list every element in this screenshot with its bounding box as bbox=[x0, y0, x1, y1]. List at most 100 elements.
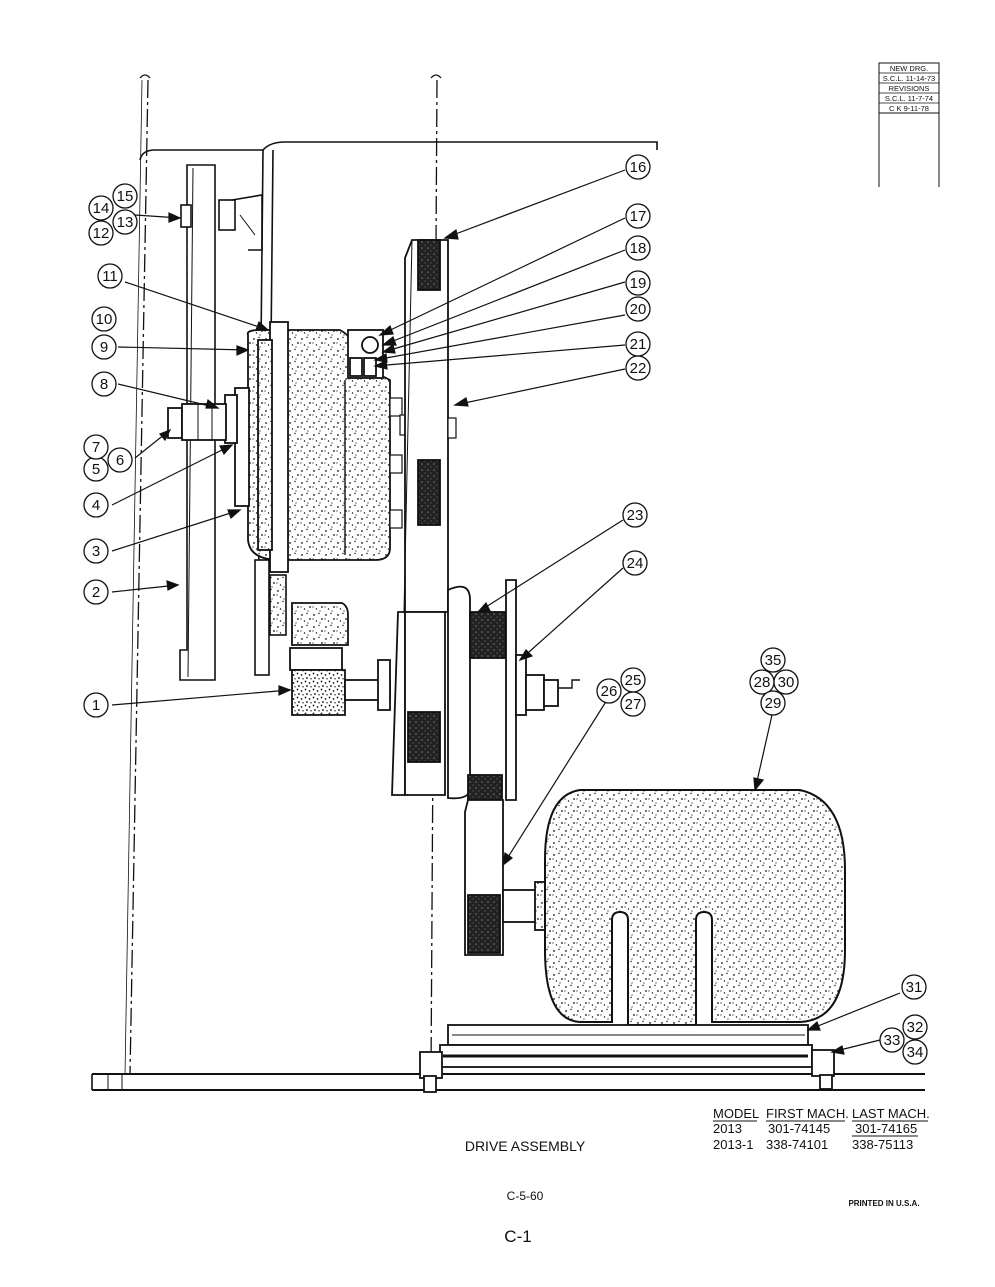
revision-line: REVISIONS bbox=[889, 84, 930, 93]
svg-text:26: 26 bbox=[601, 683, 618, 700]
callout-3: 3 bbox=[83, 538, 109, 564]
callout-17: 17 bbox=[625, 203, 651, 229]
drawing-title: DRIVE ASSEMBLY bbox=[465, 1138, 586, 1154]
mounting-plate bbox=[254, 559, 287, 676]
callout-26: 26 bbox=[596, 678, 622, 704]
table-cell: 301-74145 bbox=[768, 1121, 830, 1136]
revision-line: S.C.L. 11-7-74 bbox=[885, 94, 933, 103]
callout-6: 6 bbox=[107, 447, 133, 473]
callout-21: 21 bbox=[625, 331, 651, 357]
svg-text:28: 28 bbox=[754, 674, 771, 691]
table-header-model: MODEL bbox=[713, 1106, 759, 1121]
callout-29: 29 bbox=[760, 690, 786, 716]
callout-7: 7 bbox=[83, 434, 109, 460]
svg-text:9: 9 bbox=[100, 339, 108, 356]
callout-27: 27 bbox=[620, 691, 646, 717]
table-cell: 338-75113 bbox=[852, 1137, 913, 1152]
svg-text:1: 1 bbox=[92, 697, 100, 714]
svg-text:29: 29 bbox=[765, 695, 782, 712]
svg-text:18: 18 bbox=[630, 240, 647, 257]
callout-28: 28 bbox=[749, 669, 775, 695]
table-header-first: FIRST MACH. bbox=[766, 1106, 849, 1121]
svg-text:21: 21 bbox=[630, 336, 647, 353]
svg-text:30: 30 bbox=[778, 674, 795, 691]
svg-text:16: 16 bbox=[630, 159, 647, 176]
drawing-number: C-5-60 bbox=[507, 1189, 544, 1203]
revision-line: C K 9-11-78 bbox=[889, 104, 929, 113]
svg-text:25: 25 bbox=[625, 672, 642, 689]
svg-text:8: 8 bbox=[100, 376, 108, 393]
revision-line: S.C.L. 11-14-73 bbox=[883, 74, 935, 83]
callout-22: 22 bbox=[625, 355, 651, 381]
electric-motor bbox=[544, 789, 846, 1026]
callout-8: 8 bbox=[91, 371, 117, 397]
callout-19: 19 bbox=[625, 270, 651, 296]
table-cell: 2013-1 bbox=[713, 1137, 753, 1152]
svg-text:13: 13 bbox=[117, 214, 134, 231]
svg-text:7: 7 bbox=[92, 439, 100, 456]
svg-text:35: 35 bbox=[765, 652, 782, 669]
motor-base bbox=[419, 1024, 835, 1093]
svg-text:22: 22 bbox=[630, 360, 647, 377]
svg-text:10: 10 bbox=[96, 311, 113, 328]
svg-text:6: 6 bbox=[116, 452, 124, 469]
svg-text:34: 34 bbox=[907, 1044, 924, 1061]
svg-text:19: 19 bbox=[630, 275, 647, 292]
callout-34: 34 bbox=[902, 1039, 928, 1065]
callout-25: 25 bbox=[620, 667, 646, 693]
leader-lines bbox=[111, 169, 901, 1055]
revision-block: NEW DRG. S.C.L. 11-14-73 REVISIONS S.C.L… bbox=[878, 62, 940, 187]
svg-text:23: 23 bbox=[627, 507, 644, 524]
callout-9: 9 bbox=[91, 334, 117, 360]
callout-10: 10 bbox=[91, 306, 117, 332]
svg-text:3: 3 bbox=[92, 543, 100, 560]
table-header-last: LAST MACH. bbox=[852, 1106, 930, 1121]
revision-line: NEW DRG. bbox=[890, 64, 928, 73]
frame bbox=[91, 74, 925, 1091]
callout-14: 14 bbox=[88, 195, 114, 221]
svg-text:17: 17 bbox=[630, 208, 647, 225]
svg-text:33: 33 bbox=[884, 1032, 901, 1049]
svg-text:11: 11 bbox=[102, 268, 118, 285]
callout-32: 32 bbox=[902, 1014, 928, 1040]
svg-text:24: 24 bbox=[627, 555, 644, 572]
callout-31: 31 bbox=[901, 974, 927, 1000]
callout-15: 15 bbox=[112, 183, 138, 209]
callout-4: 4 bbox=[83, 492, 109, 518]
callout-18: 18 bbox=[625, 235, 651, 261]
callouts: 1 2 3 4 5 6 7 8 9 10 11 12 13 14 15 16 1… bbox=[83, 154, 928, 1065]
gear-reducer-bearing bbox=[289, 602, 391, 716]
double-v-pulley bbox=[391, 579, 580, 836]
callout-30: 30 bbox=[773, 669, 799, 695]
svg-text:5: 5 bbox=[92, 461, 100, 478]
callout-23: 23 bbox=[622, 502, 648, 528]
callout-20: 20 bbox=[625, 296, 651, 322]
svg-text:12: 12 bbox=[93, 225, 110, 242]
callout-24: 24 bbox=[622, 550, 648, 576]
callout-16: 16 bbox=[625, 154, 651, 180]
svg-text:14: 14 bbox=[93, 200, 110, 217]
svg-text:20: 20 bbox=[630, 301, 647, 318]
table-cell: 301-74165 bbox=[855, 1121, 917, 1136]
svg-text:31: 31 bbox=[906, 979, 923, 996]
table-cell: 338-74101 bbox=[766, 1137, 828, 1152]
callout-33: 33 bbox=[879, 1027, 905, 1053]
callout-2: 2 bbox=[83, 579, 109, 605]
callout-35: 35 bbox=[760, 647, 786, 673]
callout-5: 5 bbox=[83, 456, 109, 482]
svg-text:4: 4 bbox=[92, 497, 100, 514]
callout-12: 12 bbox=[88, 220, 114, 246]
tall-pulley bbox=[403, 239, 457, 613]
printed-in-usa: PRINTED IN U.S.A. bbox=[848, 1199, 919, 1208]
svg-text:27: 27 bbox=[625, 696, 642, 713]
callout-11: 11 bbox=[97, 263, 123, 289]
svg-text:2: 2 bbox=[92, 584, 100, 601]
svg-text:15: 15 bbox=[117, 188, 134, 205]
callout-1: 1 bbox=[83, 692, 109, 718]
callout-13: 13 bbox=[112, 209, 138, 235]
clutch-housing bbox=[167, 321, 411, 573]
svg-text:32: 32 bbox=[907, 1019, 924, 1036]
motor-pulley bbox=[464, 799, 549, 956]
table-cell: 2013 bbox=[713, 1121, 742, 1136]
